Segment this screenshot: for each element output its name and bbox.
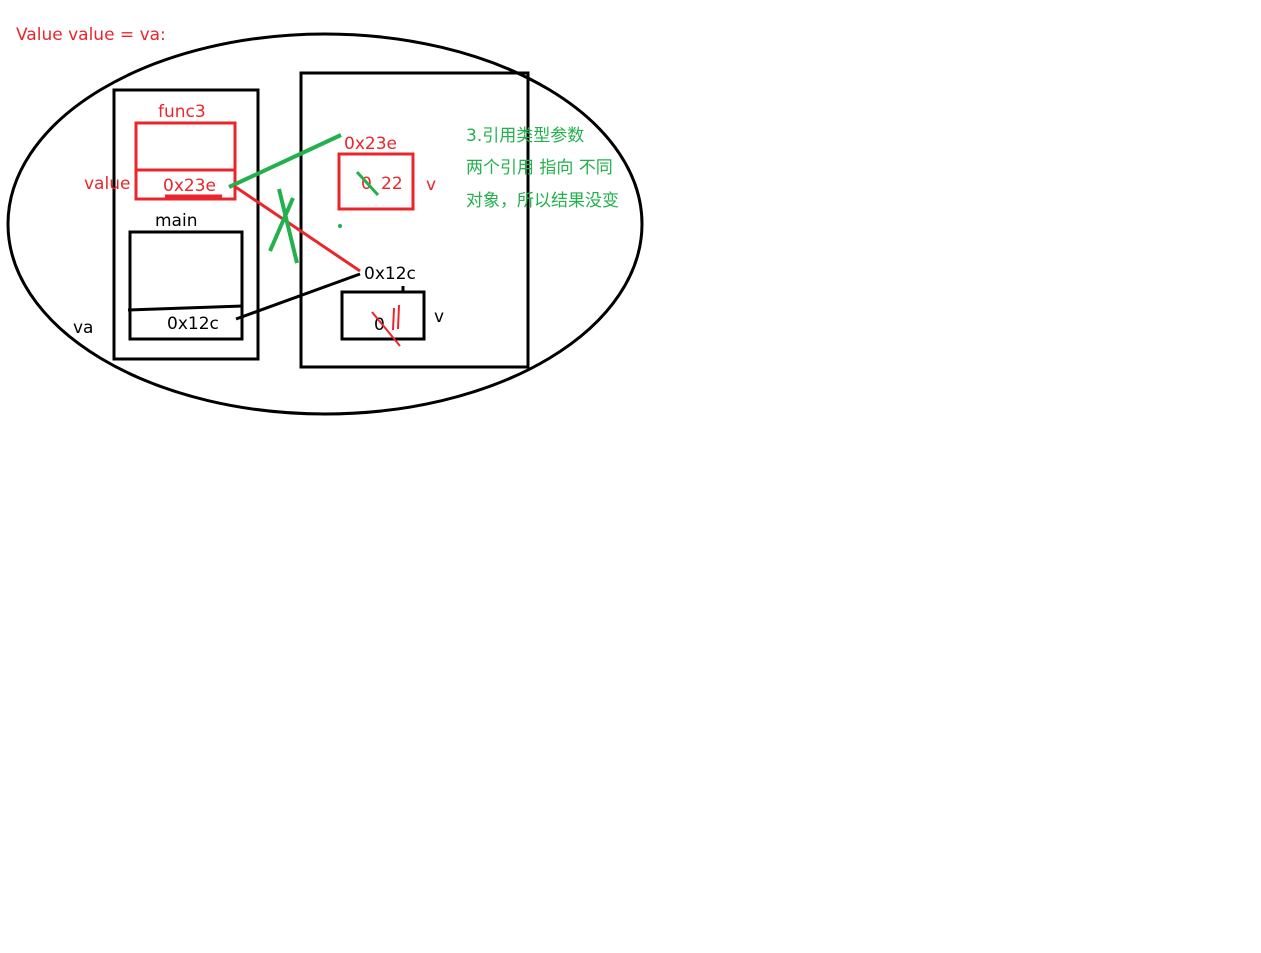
frame-main [128, 230, 244, 341]
cross-out-mark [268, 188, 299, 264]
pointer-value-to-0x23e [228, 133, 342, 189]
object-new-field-label: v [426, 175, 436, 195]
object-orig-address: 0x12c [364, 264, 416, 284]
pointer-value-to-0x12c [233, 184, 361, 273]
note-line-3: 对象，所以结果没变 [466, 191, 619, 211]
slot-value-label: value [84, 174, 130, 194]
object-orig-scribble [371, 304, 401, 347]
object-orig-field-value: 0 [374, 315, 385, 335]
heap-panel [299, 71, 530, 369]
stray-dot [338, 224, 342, 228]
note-line-2: 两个引用 指向 不同 [466, 158, 613, 178]
slot-value-address: 0x23e [163, 176, 216, 196]
slot-va-address: 0x12c [167, 314, 219, 334]
object-new-strike [355, 170, 380, 197]
frame-main-divider [127, 304, 244, 312]
object-orig-box [340, 290, 426, 341]
note-line-1: 3.引用类型参数 [466, 126, 584, 146]
stack-panel [112, 88, 260, 361]
object-new-field-new: 22 [381, 174, 403, 194]
frame-func3-label: func3 [158, 102, 206, 122]
memory-ellipse [6, 32, 644, 416]
object-new-address: 0x23e [344, 134, 397, 154]
object-orig-field-label: v [434, 307, 444, 327]
object-new-box [337, 152, 415, 211]
frame-main-label: main [155, 211, 197, 231]
code-statement: Value value = va: [16, 25, 166, 45]
slot-va-label: va [73, 318, 93, 338]
frame-func3 [134, 121, 237, 201]
pointer-va-to-0x12c [235, 272, 361, 321]
